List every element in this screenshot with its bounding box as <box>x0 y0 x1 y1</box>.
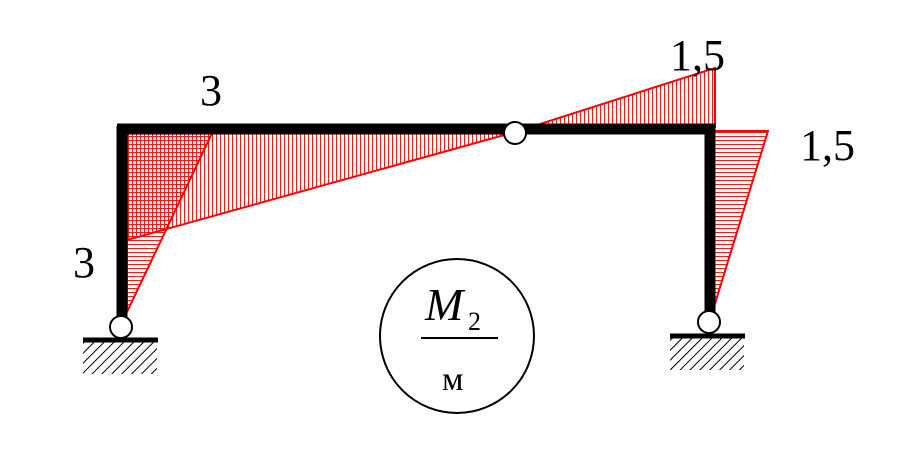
right-support <box>670 333 745 370</box>
label-beam-left-value: 3 <box>200 66 222 115</box>
frame <box>116 123 716 318</box>
label-column-right-value: 1,5 <box>800 121 855 170</box>
diagram-badge: M 2 м <box>379 258 535 414</box>
badge-circle <box>379 258 535 414</box>
right-support-hinge <box>697 310 721 334</box>
label-beam-right-value: 1,5 <box>670 31 725 80</box>
badge-unit: м <box>442 361 464 398</box>
moment-area-right-column <box>709 130 770 321</box>
left-support-hinge <box>109 315 133 339</box>
badge-subscript: 2 <box>468 307 481 336</box>
label-column-left-value: 3 <box>73 238 95 287</box>
badge-title: M <box>424 279 466 330</box>
middle-hinge <box>503 121 527 145</box>
left-support <box>83 337 158 374</box>
moment-diagram <box>126 66 770 321</box>
